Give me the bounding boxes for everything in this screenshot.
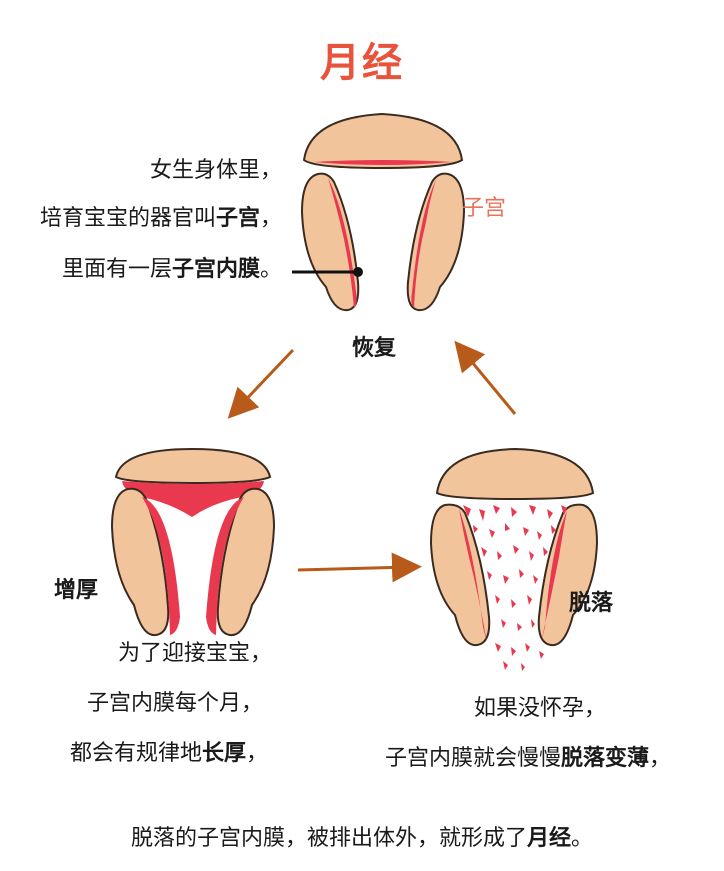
stage-label-thicken: 增厚 (54, 578, 99, 603)
arrow-shed-to-recover (454, 340, 517, 415)
uterus-thicken-illustration (110, 447, 276, 637)
thicken-line-2: 子宫内膜每个月， (86, 691, 263, 716)
arrow-recover-to-thicken (227, 348, 295, 419)
intro-line-3: 里面有一层子宫内膜。 (61, 257, 282, 282)
thicken-line-3: 都会有规律地长厚， (70, 741, 269, 766)
uterus-recover-illustration (300, 112, 466, 312)
footer-summary: 脱落的子宫内膜，被排出体外，就形成了月经。 (130, 826, 594, 851)
thicken-line-1: 为了迎接宝宝， (117, 641, 272, 666)
uterus-label: 子宫 (462, 196, 507, 221)
intro-line-1: 女生身体里， (149, 158, 282, 183)
arrow-thicken-to-shed (297, 552, 422, 583)
uterus-shed-illustration (429, 447, 599, 671)
shed-line-2: 子宫内膜就会慢慢脱落变薄， (385, 746, 672, 771)
stage-label-shed: 脱落 (569, 591, 614, 616)
lining-pointer-line (292, 267, 363, 277)
shed-line-1: 如果没怀孕， (474, 696, 607, 721)
page-title: 月经 (320, 40, 404, 86)
shedding-fragments (463, 505, 567, 671)
intro-line-2: 培育宝宝的器官叫子宫， (39, 206, 282, 231)
stage-label-recover: 恢复 (352, 336, 397, 361)
